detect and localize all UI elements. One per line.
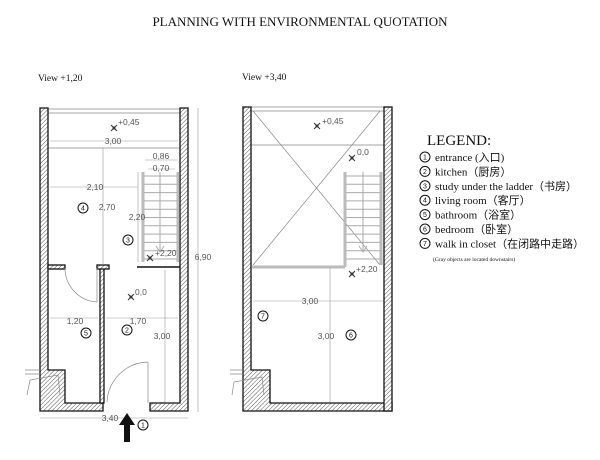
level-label: +0,45 bbox=[322, 116, 344, 126]
plan-upper-floor: View +3,40 +0,45 0,0 +2,20 3,00 3,00 7 6 bbox=[230, 73, 393, 412]
svg-text:2: 2 bbox=[125, 328, 129, 335]
legend-note: (Gray objects are located downstairs) bbox=[433, 256, 515, 263]
wall-left bbox=[39, 107, 104, 412]
legend-number-marker: 7 bbox=[419, 237, 431, 249]
void-cross bbox=[252, 110, 381, 266]
dim-label: 1,20 bbox=[67, 316, 84, 326]
svg-text:7: 7 bbox=[261, 314, 265, 321]
view-label: View +3,40 bbox=[242, 73, 287, 83]
svg-text:1: 1 bbox=[423, 155, 427, 162]
room-marker-closet: 7 bbox=[257, 310, 269, 322]
level-marker-icon bbox=[146, 254, 154, 262]
dim-label: 3,00 bbox=[154, 331, 171, 341]
legend-title: LEGEND: bbox=[427, 133, 491, 149]
svg-text:4: 4 bbox=[81, 206, 85, 213]
window bbox=[25, 369, 61, 396]
page-title: PLANNING WITH ENVIRONMENTAL QUOTATION bbox=[152, 14, 448, 29]
legend-item-label: kitchen（厨房） bbox=[435, 165, 511, 178]
svg-text:5: 5 bbox=[423, 212, 427, 219]
dim-label: 3,40 bbox=[102, 413, 119, 423]
legend-item: 7 walk in closet（在闭路中走路） bbox=[419, 237, 584, 250]
entrance-door-swing bbox=[106, 361, 149, 403]
legend-item-label: entrance (入口) bbox=[435, 152, 505, 164]
window bbox=[230, 369, 265, 396]
svg-text:3: 3 bbox=[423, 183, 427, 190]
legend-item-label: bathroom（浴室） bbox=[435, 208, 521, 222]
legend-item: 1 entrance (入口) bbox=[419, 151, 505, 164]
room-marker-bedroom: 6 bbox=[345, 329, 357, 341]
svg-text:6: 6 bbox=[423, 227, 427, 234]
entrance-arrow-icon bbox=[119, 413, 135, 442]
staircase bbox=[141, 172, 180, 262]
room-marker-living: 4 bbox=[77, 202, 89, 214]
legend-number-marker: 6 bbox=[419, 223, 431, 235]
dim-label: 0,70 bbox=[153, 163, 170, 173]
svg-text:6: 6 bbox=[349, 333, 353, 340]
level-marker-icon bbox=[127, 293, 135, 301]
legend-item-label: bedroom（卧室） bbox=[435, 222, 518, 236]
wall-right bbox=[149, 107, 189, 412]
legend-item: 5 bathroom（浴室） bbox=[419, 208, 521, 222]
room-marker-entrance: 1 bbox=[137, 419, 149, 431]
wall-bathroom bbox=[99, 265, 105, 404]
dim-label: 2,10 bbox=[87, 182, 104, 192]
bathroom-door-swing bbox=[64, 267, 98, 303]
legend-number-marker: 4 bbox=[419, 194, 431, 206]
room-marker-study: 3 bbox=[122, 234, 134, 246]
level-label: +0,45 bbox=[118, 117, 140, 127]
level-marker-icon bbox=[313, 122, 321, 130]
svg-text:2: 2 bbox=[423, 169, 427, 176]
level-marker-icon bbox=[110, 124, 118, 132]
room-marker-bathroom: 5 bbox=[80, 327, 92, 339]
svg-text:4: 4 bbox=[423, 198, 427, 205]
dim-label: 3,00 bbox=[105, 136, 122, 146]
svg-text:7: 7 bbox=[423, 241, 427, 248]
legend-item: 4 living room（客厅） bbox=[419, 193, 531, 207]
room-marker-kitchen: 2 bbox=[121, 324, 133, 336]
dim-label: 2,20 bbox=[129, 212, 146, 222]
legend-number-marker: 5 bbox=[419, 209, 431, 221]
dim-label: 6,90 bbox=[195, 252, 212, 262]
legend-item: 2 kitchen（厨房） bbox=[419, 165, 511, 178]
legend-number-marker: 1 bbox=[419, 151, 431, 163]
svg-text:1: 1 bbox=[141, 423, 145, 430]
level-label: 0,0 bbox=[135, 287, 147, 297]
legend-number-marker: 2 bbox=[419, 165, 431, 177]
level-label: 0,0 bbox=[357, 147, 369, 157]
dim-label: 3,00 bbox=[302, 296, 319, 306]
level-marker-icon bbox=[348, 270, 356, 278]
dim-label: 0,86 bbox=[153, 151, 170, 161]
svg-text:5: 5 bbox=[84, 331, 88, 338]
legend-item-label: living room（客厅） bbox=[435, 193, 531, 207]
view-label: View +1,20 bbox=[38, 74, 83, 84]
level-label: +2,20 bbox=[356, 264, 378, 274]
dim-label: 2,70 bbox=[99, 202, 116, 212]
level-marker-icon bbox=[348, 154, 356, 162]
dim-label: 3,00 bbox=[318, 331, 335, 341]
legend-number-marker: 3 bbox=[419, 180, 431, 192]
wall-stub bbox=[47, 264, 66, 270]
wall-stub bbox=[96, 264, 110, 270]
legend-item-label: walk in closet（在闭路中走路） bbox=[435, 237, 584, 250]
wall-right bbox=[383, 106, 393, 412]
svg-text:3: 3 bbox=[126, 238, 130, 245]
legend: LEGEND: 1 entrance (入口) 2 kitchen（厨房） 3 study… bbox=[419, 133, 584, 263]
staircase bbox=[343, 172, 383, 267]
plan-ground-floor: View +1,20 bbox=[25, 74, 212, 442]
dim-label: 1,70 bbox=[130, 316, 147, 326]
level-label: +2,20 bbox=[155, 248, 177, 258]
legend-item-label: study under the ladder（书房） bbox=[435, 180, 577, 193]
legend-item: 6 bedroom（卧室） bbox=[419, 222, 518, 236]
wall-left bbox=[242, 106, 393, 412]
legend-item: 3 study under the ladder（书房） bbox=[419, 180, 577, 193]
